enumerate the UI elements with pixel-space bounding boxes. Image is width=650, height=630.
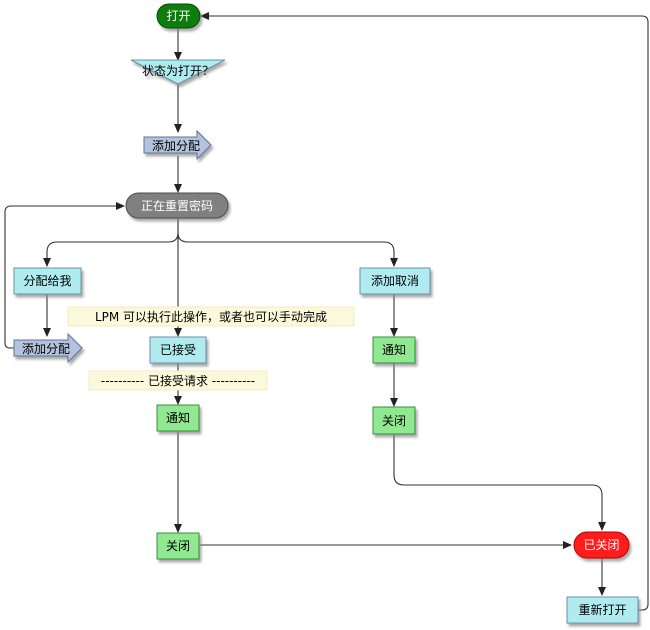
node-add-assignee-left[interactable]: 添加分配: [13, 332, 83, 364]
node-reopen[interactable]: 重新打开: [566, 596, 639, 624]
node-resetting-label: 正在重置密码: [141, 198, 213, 213]
node-reopen-label: 重新打开: [578, 602, 626, 617]
node-notify-center[interactable]: 通知: [156, 404, 200, 432]
edges: [4, 12, 649, 611]
node-add-cancel[interactable]: 添加取消: [359, 267, 431, 295]
node-close-center[interactable]: 关闭: [156, 532, 200, 560]
note-accepted-request: ---------- 已接受请求 ----------: [88, 370, 268, 391]
node-close-right[interactable]: 关闭: [372, 406, 416, 435]
note-lpm: LPM 可以执行此操作，或者也可以手动完成: [67, 306, 355, 327]
note-lpm-label: LPM 可以执行此操作，或者也可以手动完成: [95, 309, 327, 324]
node-add-assignee-top-label: 添加分配: [152, 139, 200, 153]
edge-close-right-to-closed: [393, 434, 606, 531]
node-assign-to-me-label: 分配给我: [23, 274, 71, 288]
node-add-assignee-top[interactable]: 添加分配: [143, 129, 212, 161]
node-add-cancel-label: 添加取消: [371, 274, 419, 288]
note-accepted-request-label: ---------- 已接受请求 ----------: [101, 373, 255, 388]
edge-reopen-to-open: [200, 12, 649, 611]
edge-resetting-to-addcancel: [177, 232, 398, 267]
node-check-open[interactable]: 状态为打开？: [130, 59, 226, 85]
edge-addassign-loop-to-resetting: [4, 202, 125, 349]
node-closed-label: 已关闭: [583, 538, 619, 552]
node-check-open-label: 状态为打开？: [142, 64, 214, 78]
node-resetting[interactable]: 正在重置密码: [125, 192, 229, 219]
node-notify-right-label: 通知: [382, 343, 406, 357]
edge-resetting-to-assignme: [43, 218, 179, 267]
node-close-right-label: 关闭: [382, 414, 406, 428]
node-accepted-label: 已接受: [160, 342, 196, 357]
node-notify-right[interactable]: 通知: [372, 336, 416, 364]
node-open-label: 打开: [166, 9, 190, 23]
node-accepted[interactable]: 已接受: [149, 336, 207, 364]
node-closed[interactable]: 已关闭: [573, 531, 630, 559]
node-add-assignee-left-label: 添加分配: [22, 342, 70, 356]
node-open[interactable]: 打开: [156, 3, 201, 29]
node-notify-center-label: 通知: [166, 411, 190, 425]
node-assign-to-me[interactable]: 分配给我: [13, 267, 82, 295]
node-close-center-label: 关闭: [166, 539, 190, 553]
